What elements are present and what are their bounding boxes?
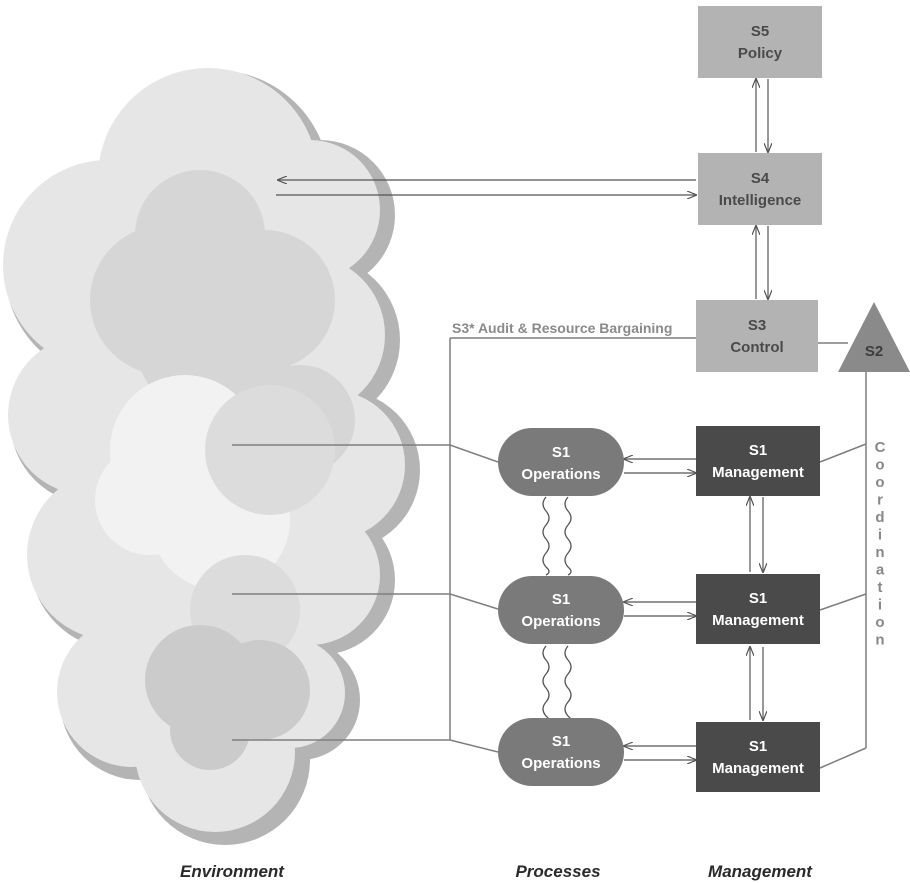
operations-wavy-links (542, 496, 572, 725)
operations-2-line2: Operations (521, 613, 600, 630)
environment-cloud (3, 68, 420, 845)
operations-3-line1: S1 (552, 733, 570, 750)
management-3-line1: S1 (749, 738, 767, 755)
operations-unit-3[interactable]: S1 Operations (498, 718, 624, 786)
coordination-letter: d (875, 509, 884, 526)
operations-unit-2[interactable]: S1 Operations (498, 576, 624, 644)
management-unit-2[interactable]: S1 Management (696, 574, 820, 644)
s4-line2: Intelligence (719, 192, 802, 209)
operations-2-line1: S1 (552, 591, 570, 608)
coordination-letter: t (878, 579, 883, 596)
management-2-line1: S1 (749, 590, 767, 607)
coordination-letter: n (875, 632, 884, 649)
management-2-line2: Management (712, 612, 804, 629)
operations-1-line2: Operations (521, 466, 600, 483)
operations-unit-1[interactable]: S1 Operations (498, 428, 624, 496)
coordination-letter: o (875, 457, 884, 474)
arrows (276, 79, 768, 760)
s5-policy-box[interactable]: S5 Policy (698, 6, 822, 78)
management-unit-3[interactable]: S1 Management (696, 722, 820, 792)
s4-intelligence-box[interactable]: S4 Intelligence (698, 153, 822, 225)
coordination-letter: a (876, 562, 885, 579)
s3-line2: Control (730, 339, 783, 356)
s2-triangle[interactable]: S2 (838, 302, 910, 372)
management-3-line2: Management (712, 760, 804, 777)
management-1-line2: Management (712, 464, 804, 481)
s3-line1: S3 (748, 317, 766, 334)
coordination-letter: r (877, 492, 883, 509)
s3-star-label: S3* Audit & Resource Bargaining (452, 320, 672, 336)
s3-control-box[interactable]: S3 Control (696, 300, 818, 372)
connector-lines (232, 337, 867, 769)
processes-column-label: Processes (515, 862, 600, 881)
coordination-letter: i (878, 597, 882, 614)
s2-label: S2 (865, 343, 883, 360)
s5-line2: Policy (738, 45, 783, 62)
management-column-label: Management (708, 862, 813, 881)
coordination-letter: C (875, 439, 886, 456)
management-unit-1[interactable]: S1 Management (696, 426, 820, 496)
management-1-line1: S1 (749, 442, 767, 459)
coordination-letter: o (875, 614, 884, 631)
operations-1-line1: S1 (552, 444, 570, 461)
environment-column-label: Environment (180, 862, 285, 881)
s5-line1: S5 (751, 23, 769, 40)
coordination-letter: o (875, 474, 884, 491)
s4-line1: S4 (751, 170, 770, 187)
coordination-letter: n (875, 544, 884, 561)
coordination-letter: i (878, 527, 882, 544)
operations-3-line2: Operations (521, 755, 600, 772)
